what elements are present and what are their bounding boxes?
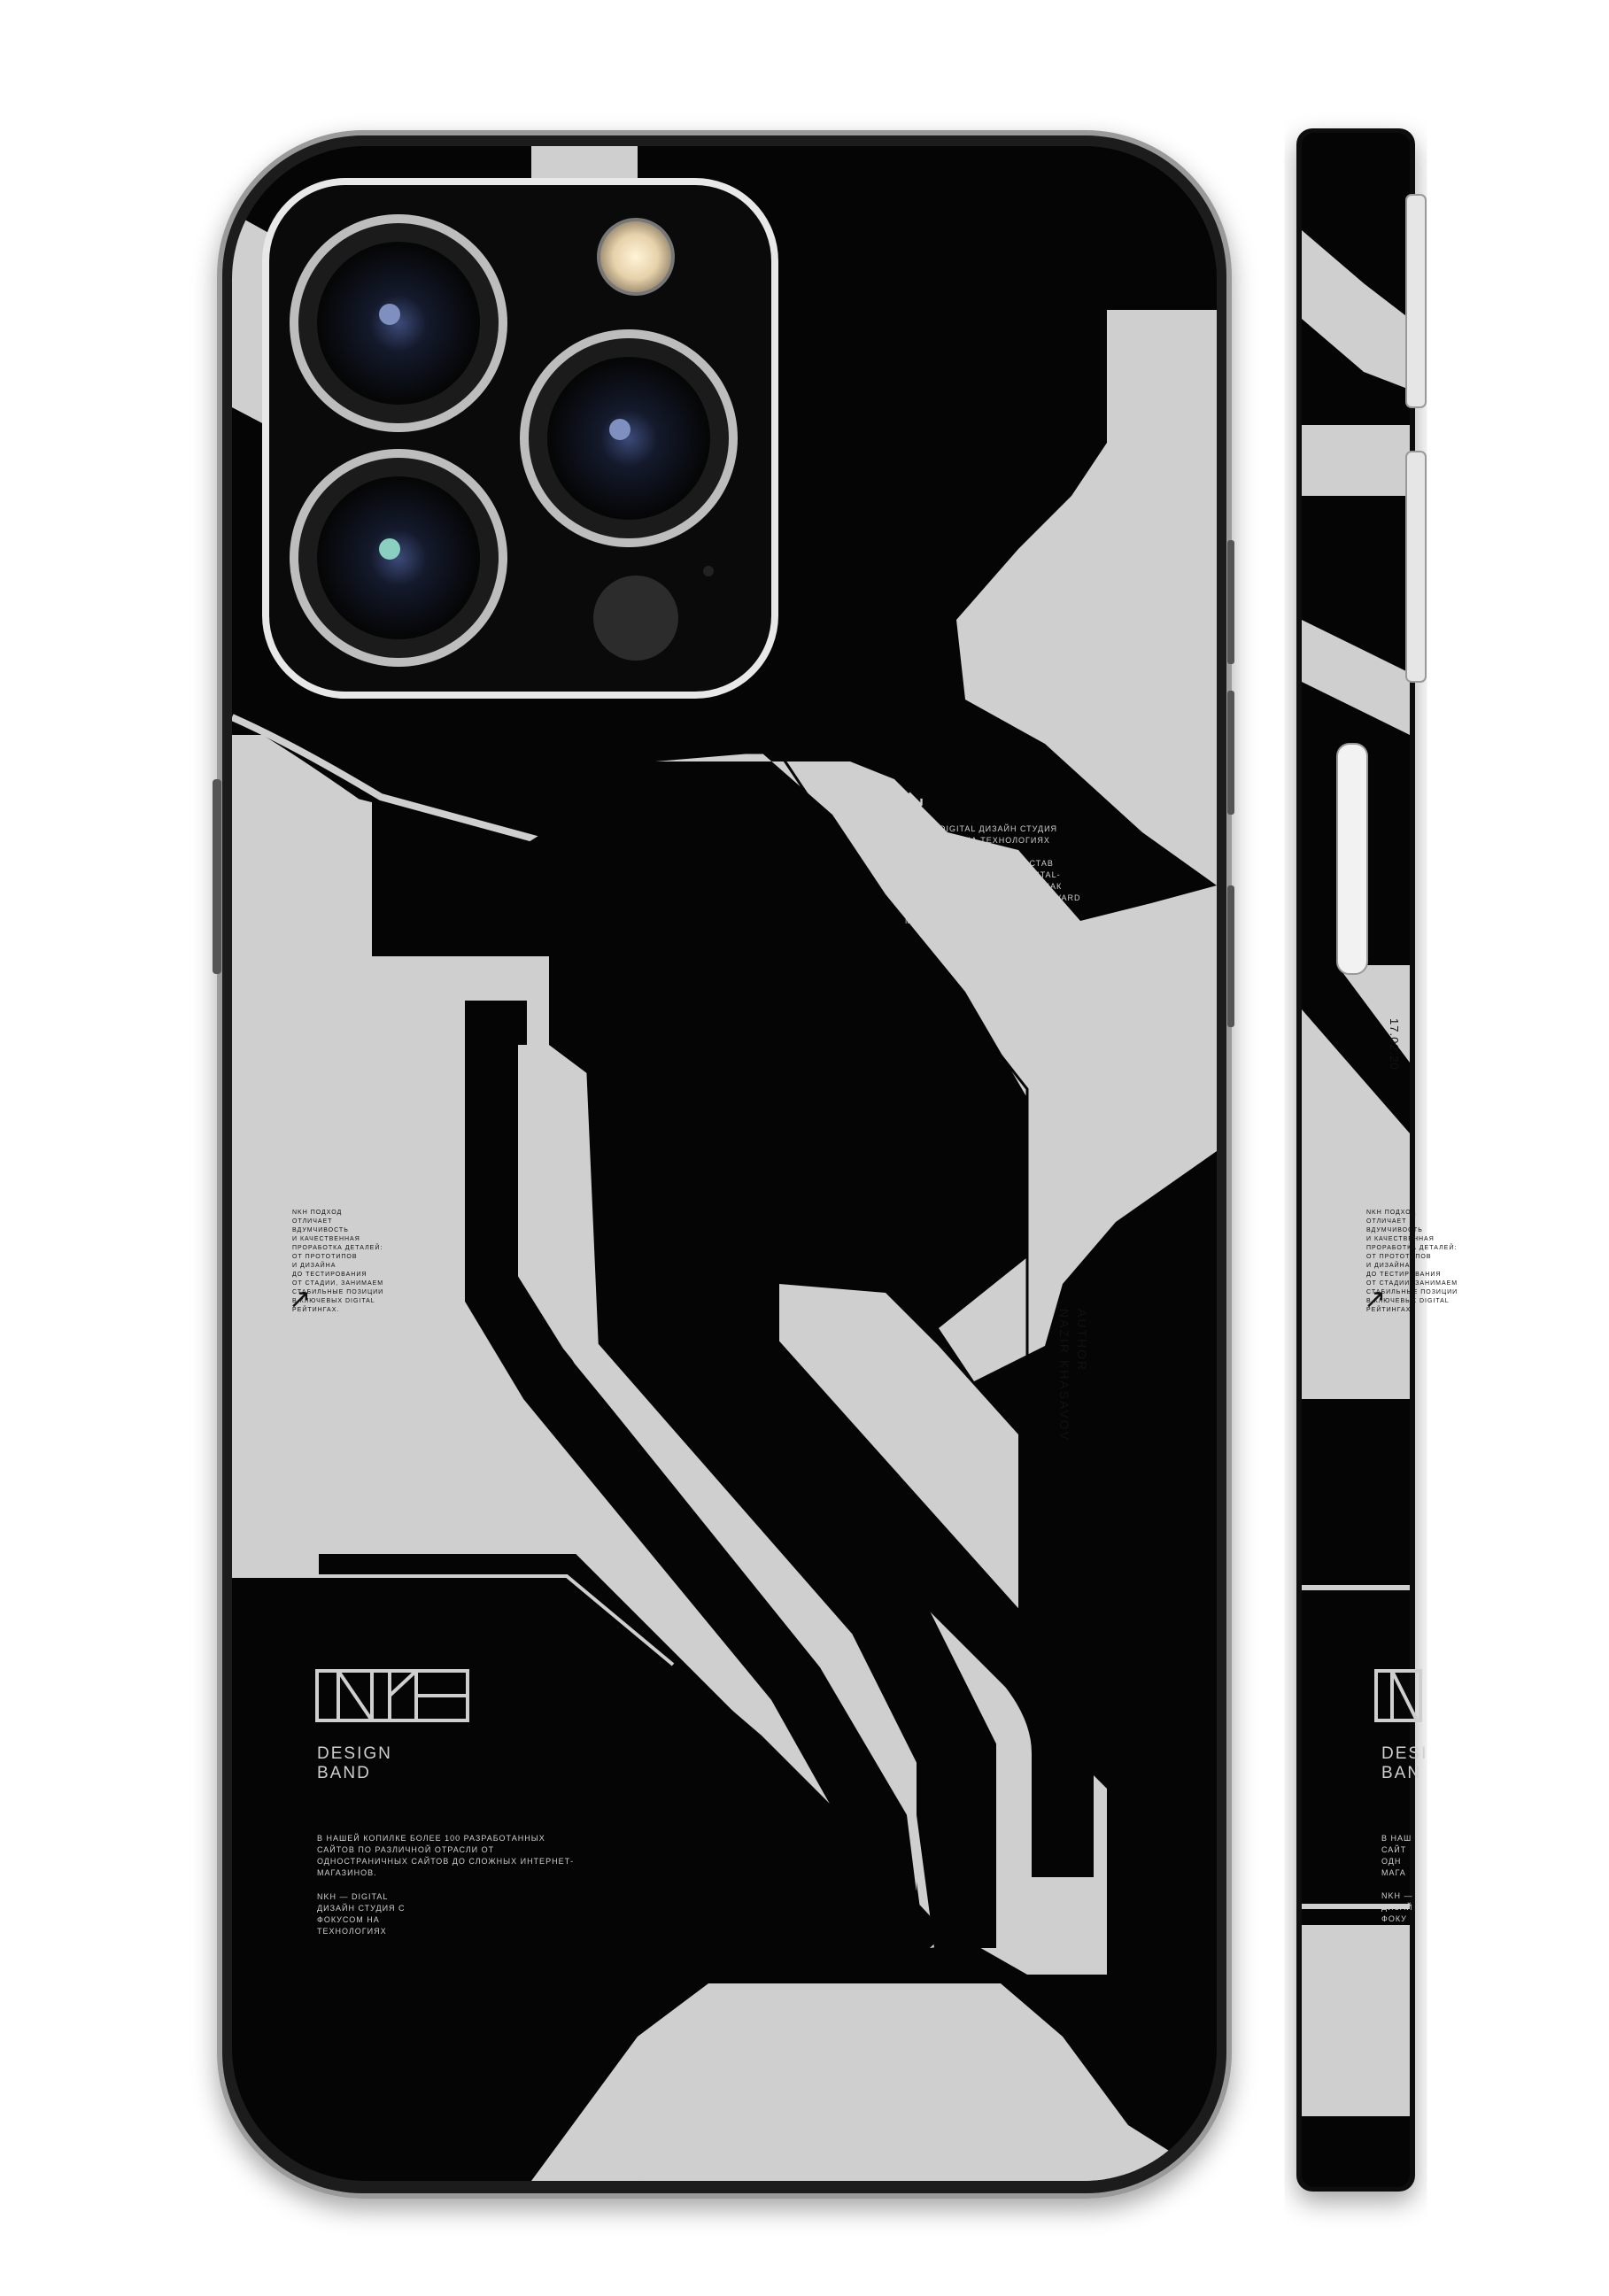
lens-top-left — [290, 214, 507, 432]
nkh-logo — [315, 1669, 469, 1722]
side-design-band: DESI BAN — [1381, 1744, 1428, 1782]
flash — [597, 218, 675, 296]
right-button-3 — [1227, 885, 1234, 1027]
side-logo — [1374, 1669, 1422, 1722]
microphone-dot — [703, 566, 714, 576]
lidar-sensor — [593, 576, 678, 661]
lens-right — [520, 329, 738, 547]
left-button — [213, 779, 221, 974]
phone-side-svg — [1296, 128, 1427, 2192]
date-label: 17.02.20 — [326, 1018, 340, 1074]
side-note-clone: NKH ПОДХОД ОТЛИЧАЕТ ВДУМЧИВОСТЬ И КАЧЕСТ… — [1366, 1210, 1458, 1313]
text-block-top: NKH — DIGITAL ДИЗАЙН СТУДИЯ С ФОКУСОМ НА… — [905, 824, 1081, 925]
side-bottom-text: В НАШ САЙТ ОДН МАГА NKH — ДИЗАЙ ФОКУ ТЕХ… — [1381, 1834, 1413, 1935]
side-button-2 — [1405, 451, 1427, 683]
side-skin — [1302, 133, 1410, 2187]
lens-bottom-left — [290, 449, 507, 667]
right-button-1 — [1227, 540, 1234, 664]
bottom-text-1: В НАШЕЙ КОПИЛКЕ БОЛЕЕ 100 РАЗРАБОТАННЫХ … — [317, 1834, 575, 1877]
author-name: NAZIR KHASAVOV — [1057, 1309, 1071, 1442]
right-button-2 — [1227, 691, 1234, 815]
side-note: NKH ПОДХОД ОТЛИЧАЕТ ВДУМЧИВОСТЬ И КАЧЕСТ… — [292, 1210, 384, 1313]
side-button-1 — [1405, 194, 1427, 408]
author-label: AUTHOR — [1075, 1309, 1089, 1372]
side-button-3 — [1336, 743, 1368, 975]
design-band: DESIGN BAND — [317, 1744, 392, 1782]
arrow-side-icon: ↗ — [289, 1285, 313, 1314]
arrow-top-icon: ↘ — [905, 785, 927, 812]
side-arrow-icon: ↗ — [1364, 1285, 1388, 1314]
bottom-text-2: NKH — DIGITAL ДИЗАЙН СТУДИЯ С ФОКУСОМ НА… — [317, 1892, 406, 1936]
side-date: 17.02.20 — [1388, 1018, 1401, 1071]
